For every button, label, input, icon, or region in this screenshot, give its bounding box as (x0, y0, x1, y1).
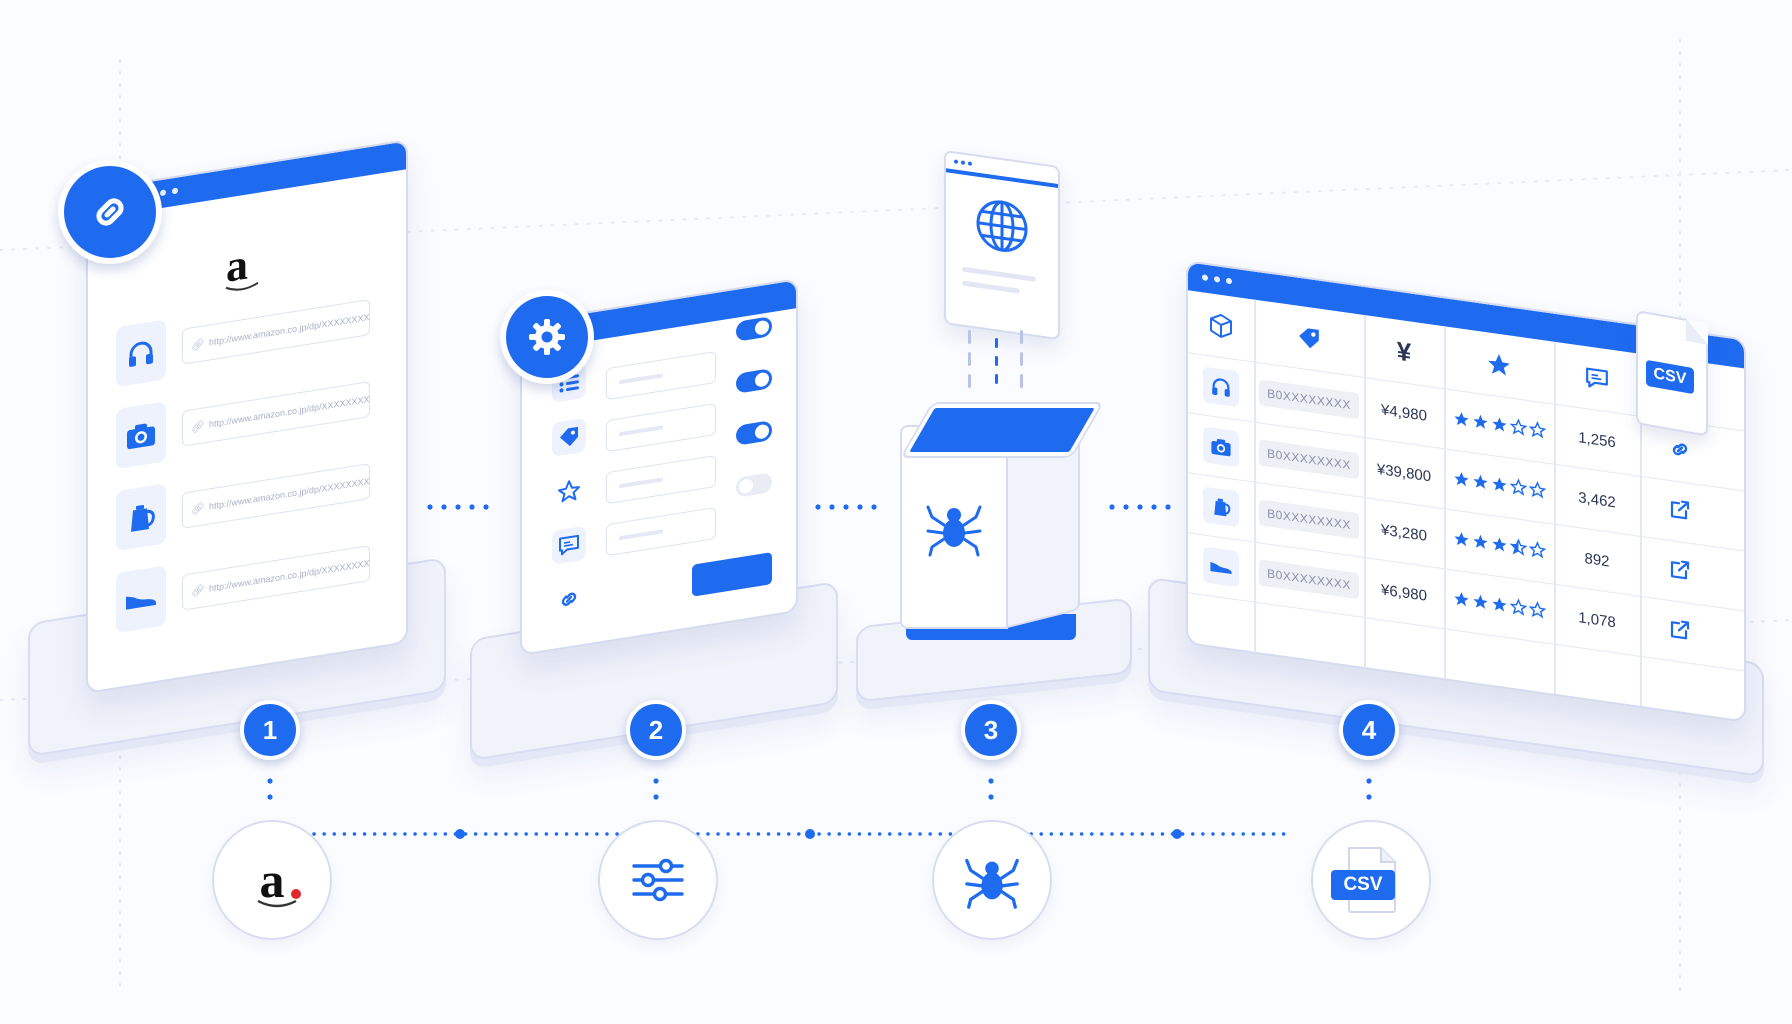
comment-icon[interactable] (552, 525, 586, 565)
star-icon (1453, 529, 1470, 552)
star-icon (1472, 592, 1489, 615)
star-icon (1509, 417, 1527, 440)
link-icon (96, 198, 124, 226)
star-icon (1509, 597, 1527, 620)
csv-circle: CSV (1311, 820, 1431, 940)
rating-stars (1444, 388, 1554, 463)
rating-stars (1444, 568, 1554, 643)
sliders-icon (632, 858, 684, 902)
spider-icon (965, 858, 1019, 909)
star-icon (1528, 420, 1546, 443)
rating-stars (1444, 448, 1554, 523)
star-icon (1509, 537, 1527, 560)
camera-icon (116, 401, 166, 470)
star-icon (1528, 600, 1546, 623)
step-2-badge: 2 (626, 700, 686, 760)
kettle-icon (116, 483, 166, 552)
box-icon (1188, 290, 1254, 361)
url-row: 🔗︎http://www.amazon.co.jp/dp/XXXXXXXXXX (116, 533, 370, 634)
star-icon (1472, 532, 1489, 555)
tag-icon[interactable] (552, 417, 586, 457)
amazon-logo: a (225, 195, 408, 292)
spider-icon (926, 505, 982, 557)
camera-icon (1203, 426, 1239, 468)
headphones-icon (116, 319, 166, 388)
gear-badge (500, 290, 594, 384)
url-input-window: a 🔗︎http://www.amazon.co.jp/dp/XXXXXXXXX… (86, 139, 408, 694)
step-1-badge: 1 (240, 700, 300, 760)
url-row: 🔗︎http://www.amazon.co.jp/dp/XXXXXXXXXX (116, 369, 370, 470)
star-icon (1491, 474, 1508, 497)
star-icon (1453, 589, 1470, 612)
link-icon[interactable] (552, 580, 586, 619)
gear-icon (529, 319, 565, 355)
external-link-icon[interactable] (1669, 557, 1691, 586)
star-icon (1528, 480, 1546, 503)
amazon-logo: a (256, 855, 301, 908)
url-row: 🔗︎http://www.amazon.co.jp/dp/XXXXXXXXXX (116, 287, 370, 388)
step-4-badge: 4 (1339, 700, 1399, 760)
star-icon (1528, 540, 1546, 563)
tag-icon (1254, 300, 1364, 377)
star-icon (1472, 412, 1489, 435)
star-icon (1491, 594, 1508, 617)
shoe-icon (1203, 546, 1239, 588)
globe-icon (976, 200, 1028, 252)
comment-icon (1554, 342, 1640, 416)
star-icon (1444, 326, 1554, 403)
external-link-icon[interactable] (1669, 497, 1691, 526)
link-badge (58, 160, 162, 264)
star-icon (1472, 472, 1489, 495)
scraper-box (900, 425, 1008, 629)
sliders-circle (598, 820, 718, 940)
webpage-card (944, 150, 1060, 341)
shoe-icon (116, 565, 166, 634)
star-icon (1453, 469, 1470, 492)
step-3-badge: 3 (961, 700, 1021, 760)
external-link-icon[interactable] (1669, 617, 1691, 646)
star-icon (1509, 477, 1527, 500)
csv-file-icon: CSV (1331, 846, 1399, 914)
url-row: 🔗︎http://www.amazon.co.jp/dp/XXXXXXXXXX (116, 451, 370, 552)
star-icon (1491, 414, 1508, 437)
spider-circle (932, 820, 1052, 940)
star-icon (1453, 409, 1470, 432)
kettle-icon (1203, 486, 1239, 528)
settings-window (520, 277, 798, 656)
link-icon[interactable] (1669, 437, 1691, 466)
rating-stars (1444, 508, 1554, 583)
amazon-circle: a (212, 820, 332, 940)
csv-label: CSV (1331, 870, 1395, 900)
star-icon[interactable] (552, 472, 586, 511)
star-icon (1491, 534, 1508, 557)
headphones-icon (1203, 366, 1239, 408)
